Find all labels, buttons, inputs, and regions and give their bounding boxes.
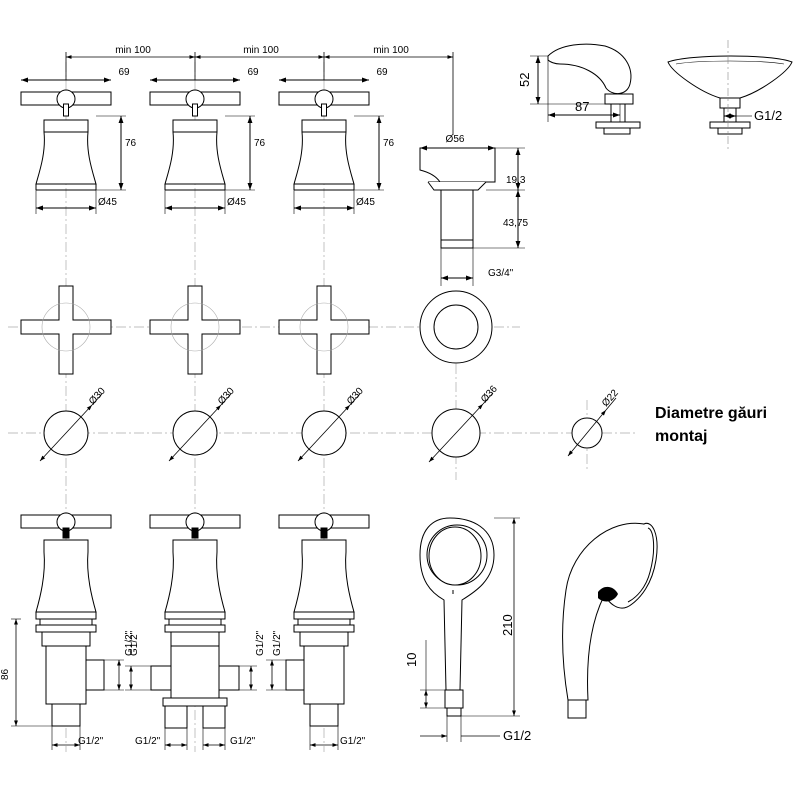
height-76-label-2: 76 — [254, 138, 266, 149]
thread-g12-label-front: G1/2 — [754, 108, 782, 123]
spout-side-view: 52 87 — [517, 43, 641, 135]
valve-elevation-3: 69 76 Ø45 — [278, 67, 395, 214]
width-69-label-3: 69 — [376, 67, 388, 78]
hand-shower-front: 10 210 G1/2 — [404, 517, 531, 743]
thread-g12q-label-1b: G1/2" — [124, 630, 135, 656]
width-69-label-2: 69 — [247, 67, 259, 78]
caption-line-1: Diametre găuri — [655, 405, 768, 422]
height-52-label: 52 — [517, 73, 532, 87]
valve-assembly-3: G1/2" G1/2" — [266, 512, 370, 750]
min100-label-2: min 100 — [243, 45, 279, 56]
min100-dimension-chain: min 100 min 100 min 100 — [65, 45, 454, 135]
min100-label-1: min 100 — [115, 45, 151, 56]
thread-g12q-label-3a: G1/2" — [340, 736, 366, 747]
diameter-45-label-3: Ø45 — [356, 197, 375, 208]
hole-diameter-22-label: Ø22 — [600, 387, 621, 409]
mounting-holes: Ø30 Ø30 Ø30 Ø36 Ø22 — [39, 383, 621, 463]
hole-diameter-36-label: Ø36 — [479, 383, 500, 405]
min100-label-3: min 100 — [373, 45, 409, 56]
height-76-label-3: 76 — [383, 138, 395, 149]
spout-front-view: G1/2 — [667, 40, 793, 150]
height-19-3-label: 19,3 — [506, 175, 526, 186]
height-76-label-1: 76 — [125, 138, 137, 149]
cross-handle-plan-2 — [149, 285, 241, 375]
height-86-label: 86 — [0, 668, 11, 680]
thread-g12q-label-2a: G1/2" — [135, 736, 161, 747]
hole-diameter-30-label-3: Ø30 — [345, 385, 366, 407]
thread-g34-label: G3/4" — [488, 268, 514, 279]
height-10-label: 10 — [404, 653, 419, 667]
valve-elevation-2: 69 76 Ø45 — [149, 67, 266, 214]
spout-elevation: Ø56 19,3 43,75 G3/4" — [419, 134, 528, 286]
thread-g12q-label-1a: G1/2" — [78, 736, 104, 747]
height-210-label: 210 — [500, 614, 515, 636]
thread-g12q-label-2b: G1/2" — [230, 736, 256, 747]
hole-diameter-30-label-1: Ø30 — [87, 385, 108, 407]
width-69-label-1: 69 — [118, 67, 130, 78]
valve-elevation-1: 69 76 Ø45 — [20, 67, 137, 214]
cross-handle-plan-3 — [278, 285, 370, 375]
spout-plan-rings — [419, 290, 493, 364]
caption-line-2: montaj — [655, 428, 708, 445]
valve-assembly-2: G1/2" G1/2" G1/2" G1/2" — [125, 512, 266, 750]
height-43-75-label: 43,75 — [503, 218, 528, 229]
thread-g12q-label-3b: G1/2" — [272, 630, 283, 656]
diameter-56-label: Ø56 — [446, 134, 465, 145]
width-87-label: 87 — [575, 99, 589, 114]
hole-diameter-30-label-2: Ø30 — [216, 385, 237, 407]
mounting-hole-diameters-caption: Diametre găuri montaj — [655, 402, 767, 448]
thread-g12q-label-2c: G1/2" — [129, 630, 140, 656]
thread-g12-label-shower: G1/2 — [503, 728, 531, 743]
valve-assembly-1: 86 G1/2" G1/2" — [0, 512, 135, 750]
shower-side-button — [598, 586, 618, 602]
thread-g12q-label-2d: G1/2" — [255, 630, 266, 656]
cross-handle-plan-1 — [20, 285, 112, 375]
diameter-45-label-2: Ø45 — [227, 197, 246, 208]
hand-shower-side — [562, 522, 658, 719]
diameter-45-label-1: Ø45 — [98, 197, 117, 208]
